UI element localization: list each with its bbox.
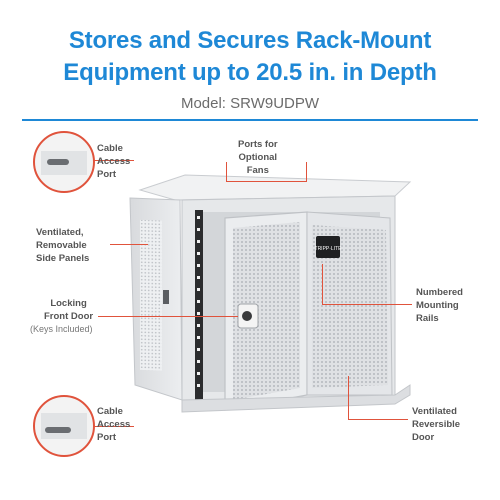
callout-line: [98, 316, 238, 317]
label-ventilated-side-panels: Ventilated, Removable Side Panels: [36, 227, 90, 264]
left-mounting-rail: [195, 210, 203, 400]
label-ventilated-reversible-door: Ventilated Reversible Door: [412, 406, 461, 443]
headline-line-2: Equipment up to 20.5 in. in Depth: [63, 59, 437, 86]
callout-line: [306, 162, 307, 182]
side-vent: [140, 219, 162, 371]
brand-badge-bg: [316, 236, 340, 258]
cabinet-bottom: [181, 384, 411, 413]
cable-access-port-bottom-inset: [33, 395, 95, 457]
headline-line-1: Stores and Secures Rack-Mount: [68, 27, 432, 54]
label-cable-access-port-top: Cable Access Port: [97, 143, 131, 180]
callout-line: [94, 160, 134, 161]
callout-line: [94, 426, 134, 427]
label-numbered-mounting-rails: Numbered Mounting Rails: [416, 287, 463, 324]
label-ports-for-fans: Ports for Optional Fans: [238, 139, 278, 176]
reversible-door-vent: [312, 225, 388, 388]
callout-line: [226, 181, 307, 182]
header-divider: [22, 119, 478, 121]
model-number: Model: SRW9UDPW: [180, 95, 320, 112]
door-perforated-panel: [233, 222, 300, 400]
cable-access-port-top-inset: [33, 131, 95, 193]
brand-badge: TRIPP·LITE: [315, 246, 343, 252]
callout-line: [226, 162, 227, 182]
label-locking-front-door: Locking Front Door: [44, 298, 94, 322]
callout-line: [348, 419, 408, 420]
callout-line: [348, 376, 349, 420]
label-keys-included: (Keys Included): [30, 324, 93, 334]
cable-port-bottom-icon: [41, 413, 87, 439]
callout-line: [322, 304, 412, 305]
side-latch: [163, 290, 169, 304]
cabinet-top: [138, 174, 412, 201]
door-lock-cylinder: [242, 311, 252, 321]
callout-line: [322, 264, 323, 305]
callout-line: [110, 244, 148, 245]
cable-port-top-icon: [41, 151, 87, 175]
label-cable-access-port-bottom: Cable Access Port: [97, 406, 131, 443]
